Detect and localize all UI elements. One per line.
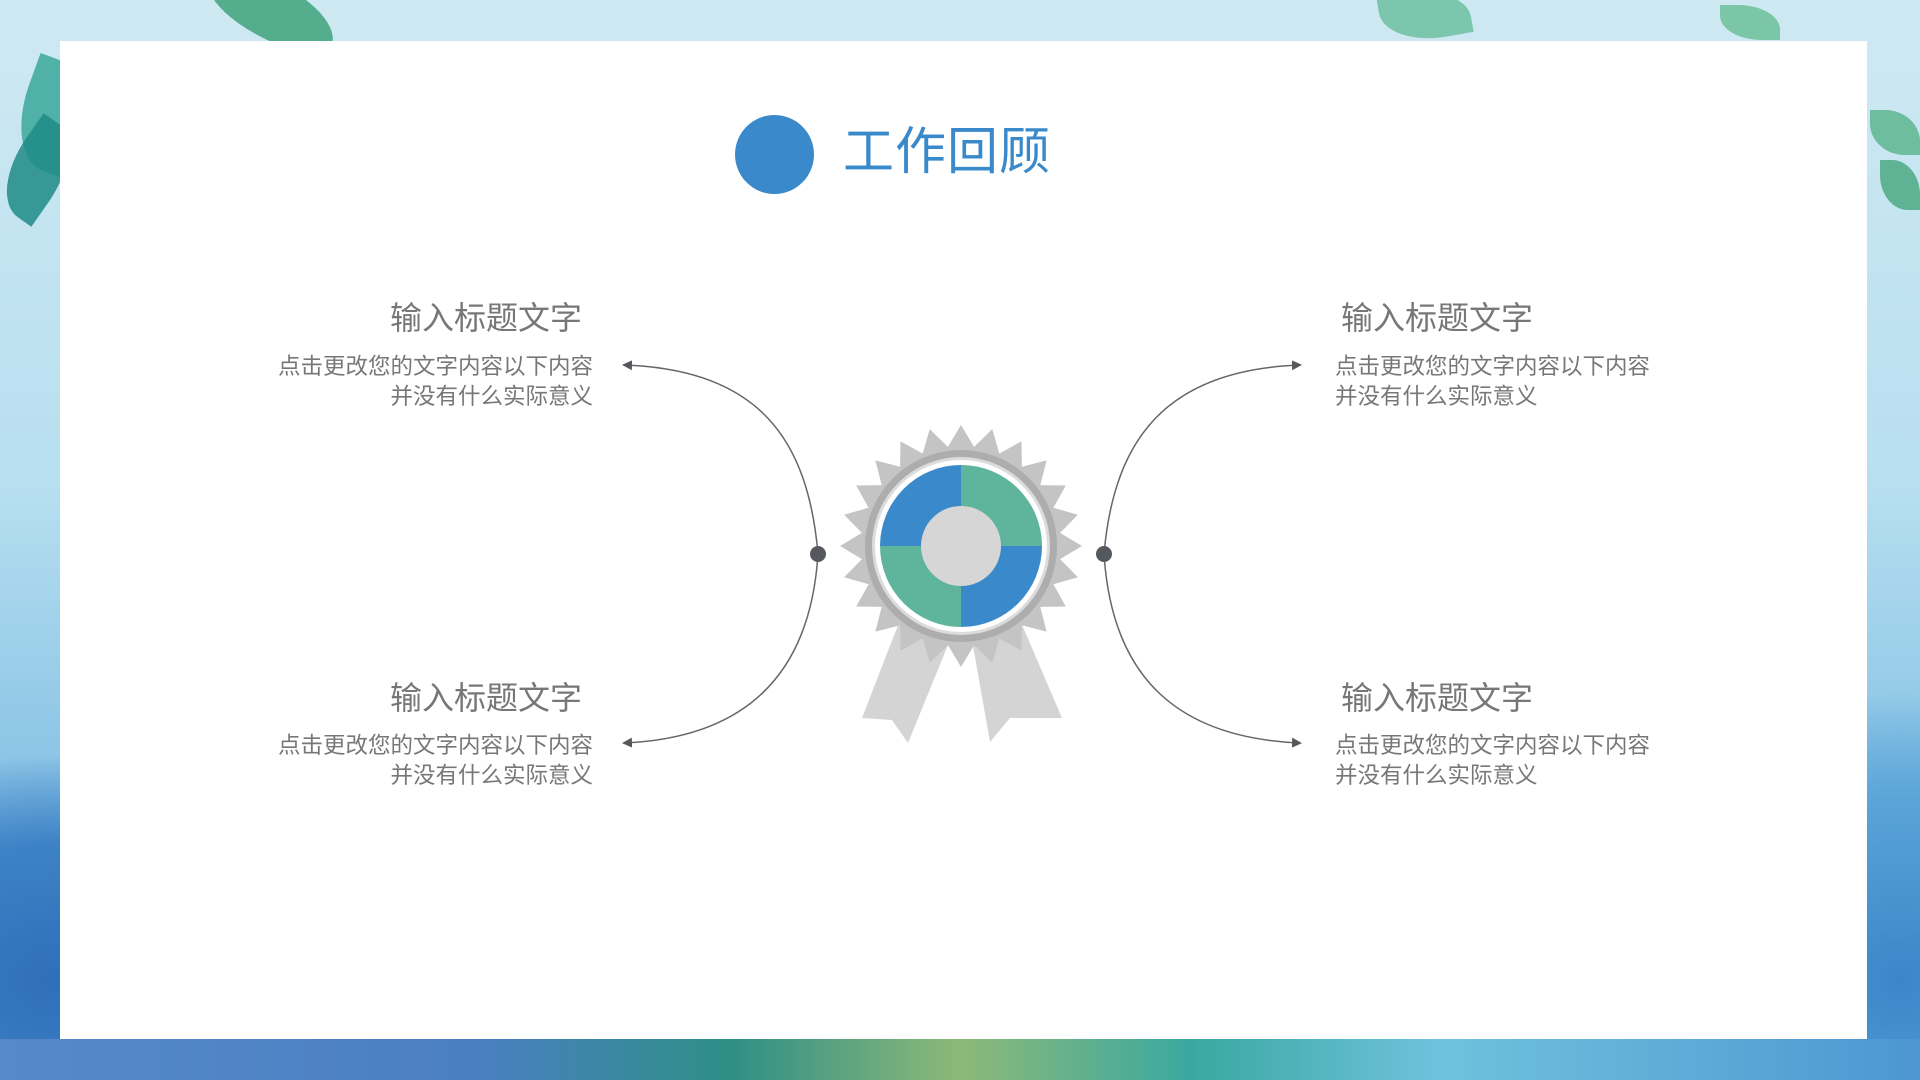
item-desc-top-right-line2: 并没有什么实际意义 — [1335, 384, 1538, 409]
award-medal-icon — [840, 425, 1082, 743]
left-connector-dot — [810, 546, 826, 562]
item-desc-bottom-left-line2: 并没有什么实际意义 — [390, 763, 593, 788]
item-desc-top-left-line1: 点击更改您的文字内容以下内容 — [277, 354, 593, 379]
item-heading-bottom-left: 输入标题文字 — [389, 680, 582, 716]
right-connector-arcs — [1096, 360, 1302, 748]
item-desc-top-right-line1: 点击更改您的文字内容以下内容 — [1335, 354, 1651, 379]
background-bottom-strip — [0, 1039, 1920, 1080]
title-bullet-circle — [735, 115, 814, 194]
left-connector-arcs — [622, 360, 826, 748]
item-heading-top-left: 输入标题文字 — [389, 300, 582, 336]
item-heading-top-right: 输入标题文字 — [1341, 300, 1534, 336]
item-desc-top-left-line2: 并没有什么实际意义 — [390, 384, 593, 409]
item-desc-bottom-left-line1: 点击更改您的文字内容以下内容 — [277, 733, 593, 758]
item-desc-bottom-right-line1: 点击更改您的文字内容以下内容 — [1335, 733, 1651, 758]
page-title: 工作回顾 — [843, 123, 1052, 180]
right-connector-dot — [1096, 546, 1112, 562]
item-desc-bottom-right-line2: 并没有什么实际意义 — [1335, 763, 1538, 788]
item-heading-bottom-right: 输入标题文字 — [1341, 680, 1534, 716]
